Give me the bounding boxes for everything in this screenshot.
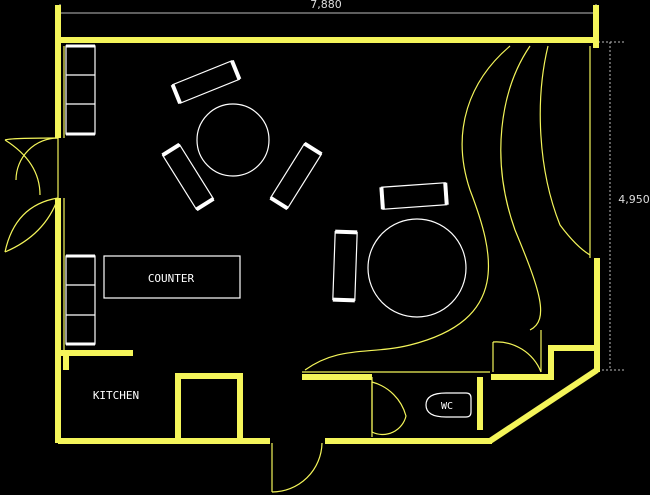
chair <box>161 142 215 212</box>
width-dimension-label: 7,880 <box>310 0 342 11</box>
walls <box>55 5 600 444</box>
wc-fixture: WC <box>425 392 472 418</box>
bench-top-left <box>65 44 96 136</box>
chair <box>269 141 323 211</box>
chair <box>379 182 449 210</box>
bench-bottom-left <box>65 254 96 346</box>
counter: COUNTER <box>103 255 241 299</box>
table-two <box>332 182 467 318</box>
chair <box>170 59 242 105</box>
height-dimension <box>598 41 624 371</box>
wc-label: WC <box>441 401 453 412</box>
doors <box>4 137 542 493</box>
kitchen-label: KITCHEN <box>93 389 139 402</box>
counter-label: COUNTER <box>148 272 195 285</box>
round-table <box>196 103 270 177</box>
table-one <box>161 59 323 212</box>
chair <box>332 229 358 303</box>
height-dimension-label: 4,950 <box>618 193 650 206</box>
curved-lines <box>304 45 591 371</box>
round-table <box>367 218 467 318</box>
